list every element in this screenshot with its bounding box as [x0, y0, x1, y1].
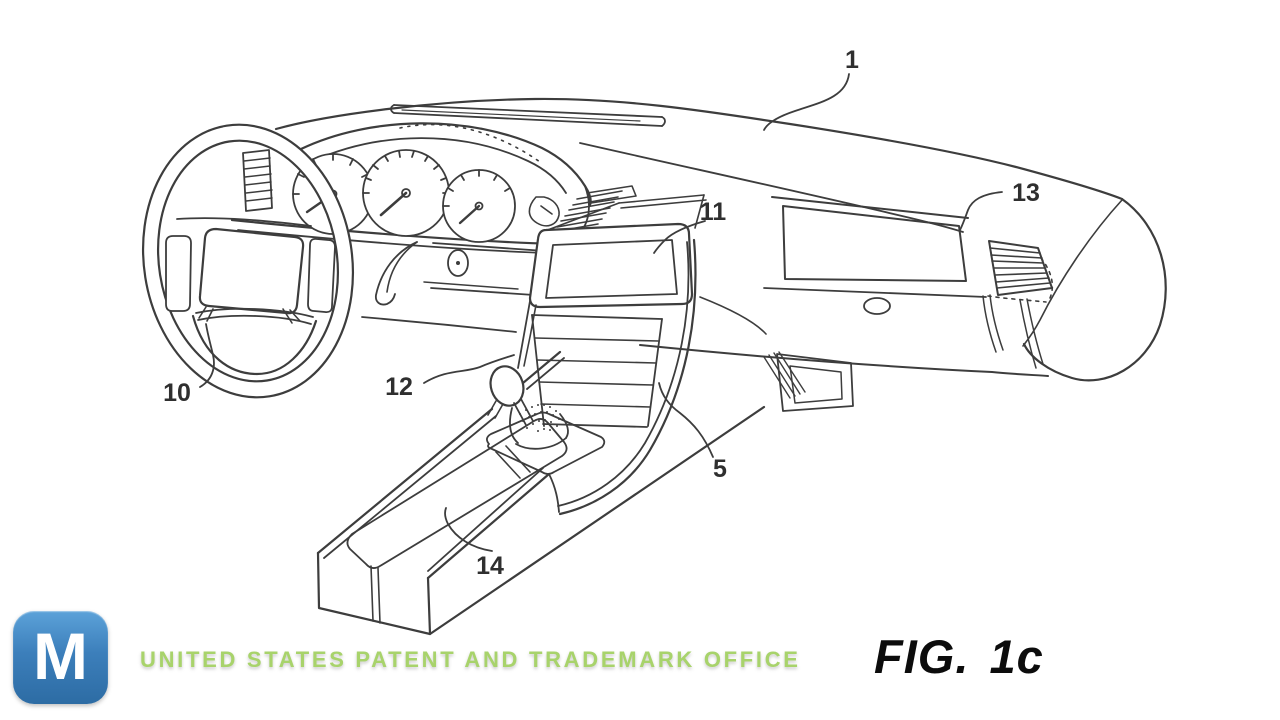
center-console-tray	[316, 350, 766, 636]
ref-label-1: 1	[845, 46, 859, 74]
leader-10	[199, 323, 215, 388]
leader-13	[959, 191, 1003, 231]
shifter-knob	[489, 365, 525, 407]
center-stack	[517, 194, 707, 516]
leader-1	[763, 73, 850, 131]
wheel-rim	[141, 123, 355, 399]
side-vent	[988, 240, 1053, 296]
under-dash-bracket	[763, 351, 854, 412]
leader-12	[423, 354, 515, 384]
steering-wheel	[141, 123, 355, 399]
mashable-logo: M	[13, 611, 108, 704]
leader-5	[658, 382, 714, 458]
tray-opening	[346, 418, 568, 569]
display-screen	[545, 239, 678, 299]
ref-label-5: 5	[713, 455, 727, 483]
ignition-switch	[528, 196, 560, 227]
dashboard-body	[274, 97, 1167, 382]
leader-11	[653, 220, 706, 254]
gauge-right	[442, 169, 516, 243]
logo-letter: M	[33, 618, 88, 693]
uspto-watermark-text: UNITED STATES PATENT AND TRADEMARK OFFIC…	[140, 647, 801, 672]
leader-lines	[199, 73, 1003, 552]
left-air-vent	[242, 149, 273, 212]
defroster-vent	[390, 104, 666, 127]
ref-label-14: 14	[476, 552, 504, 580]
ref-label-11: 11	[700, 198, 727, 226]
trim-hook	[374, 241, 418, 306]
ref-label-13: 13	[1012, 179, 1040, 207]
gear-shifter	[486, 365, 606, 475]
shifter-surround	[486, 411, 606, 475]
ref-label-12: 12	[385, 373, 413, 401]
switch-panel	[361, 241, 551, 333]
left-spoke-pad	[165, 235, 192, 312]
airbag-pad	[198, 227, 305, 315]
needle	[379, 191, 408, 217]
gauge-center	[362, 149, 450, 237]
glove-box	[771, 196, 969, 282]
control-knob	[447, 249, 469, 277]
boot-stipple	[519, 404, 560, 432]
reference-labels: 1 13 11 12 10 5 14	[163, 46, 1040, 580]
right-spoke-pad	[307, 237, 336, 314]
ref-label-10: 10	[163, 379, 191, 407]
leader-14	[444, 507, 493, 552]
figure-caption: FIG. 1c	[874, 630, 1044, 683]
door-handle-oval	[863, 297, 891, 315]
